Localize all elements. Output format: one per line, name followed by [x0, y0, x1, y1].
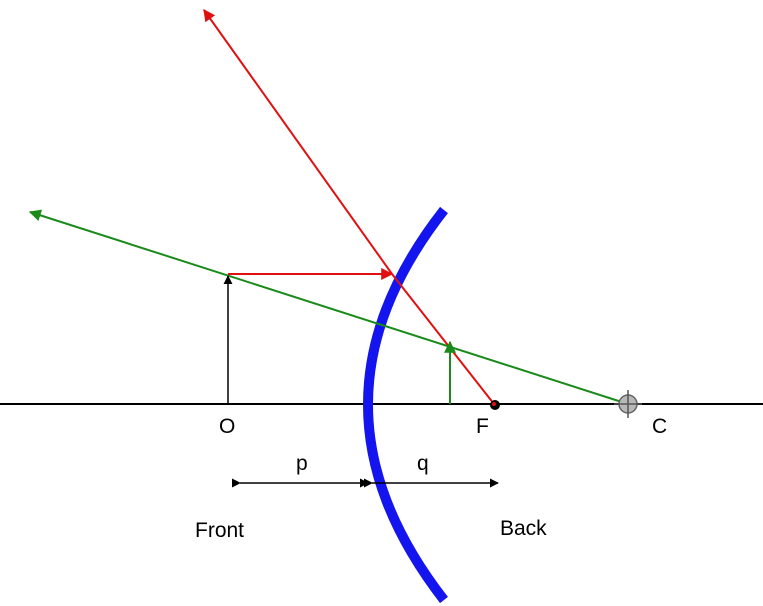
- reflected-ray-through-focus: [203, 9, 393, 275]
- focal-point-label: F: [476, 415, 489, 438]
- center-ray: [28, 209, 629, 405]
- focal-point-marker-center: [492, 402, 496, 406]
- object-distance-label: p: [296, 452, 308, 475]
- convex-mirror: [363, 206, 448, 604]
- virtual-ray-extension-to-focus: [391, 273, 495, 405]
- center-point-label: C: [652, 415, 667, 438]
- center-of-curvature-marker: [614, 390, 642, 418]
- back-side-label: Back: [500, 517, 547, 540]
- front-side-label: Front: [195, 519, 244, 542]
- object-point-label: O: [219, 415, 235, 438]
- image-distance-label: q: [417, 452, 429, 475]
